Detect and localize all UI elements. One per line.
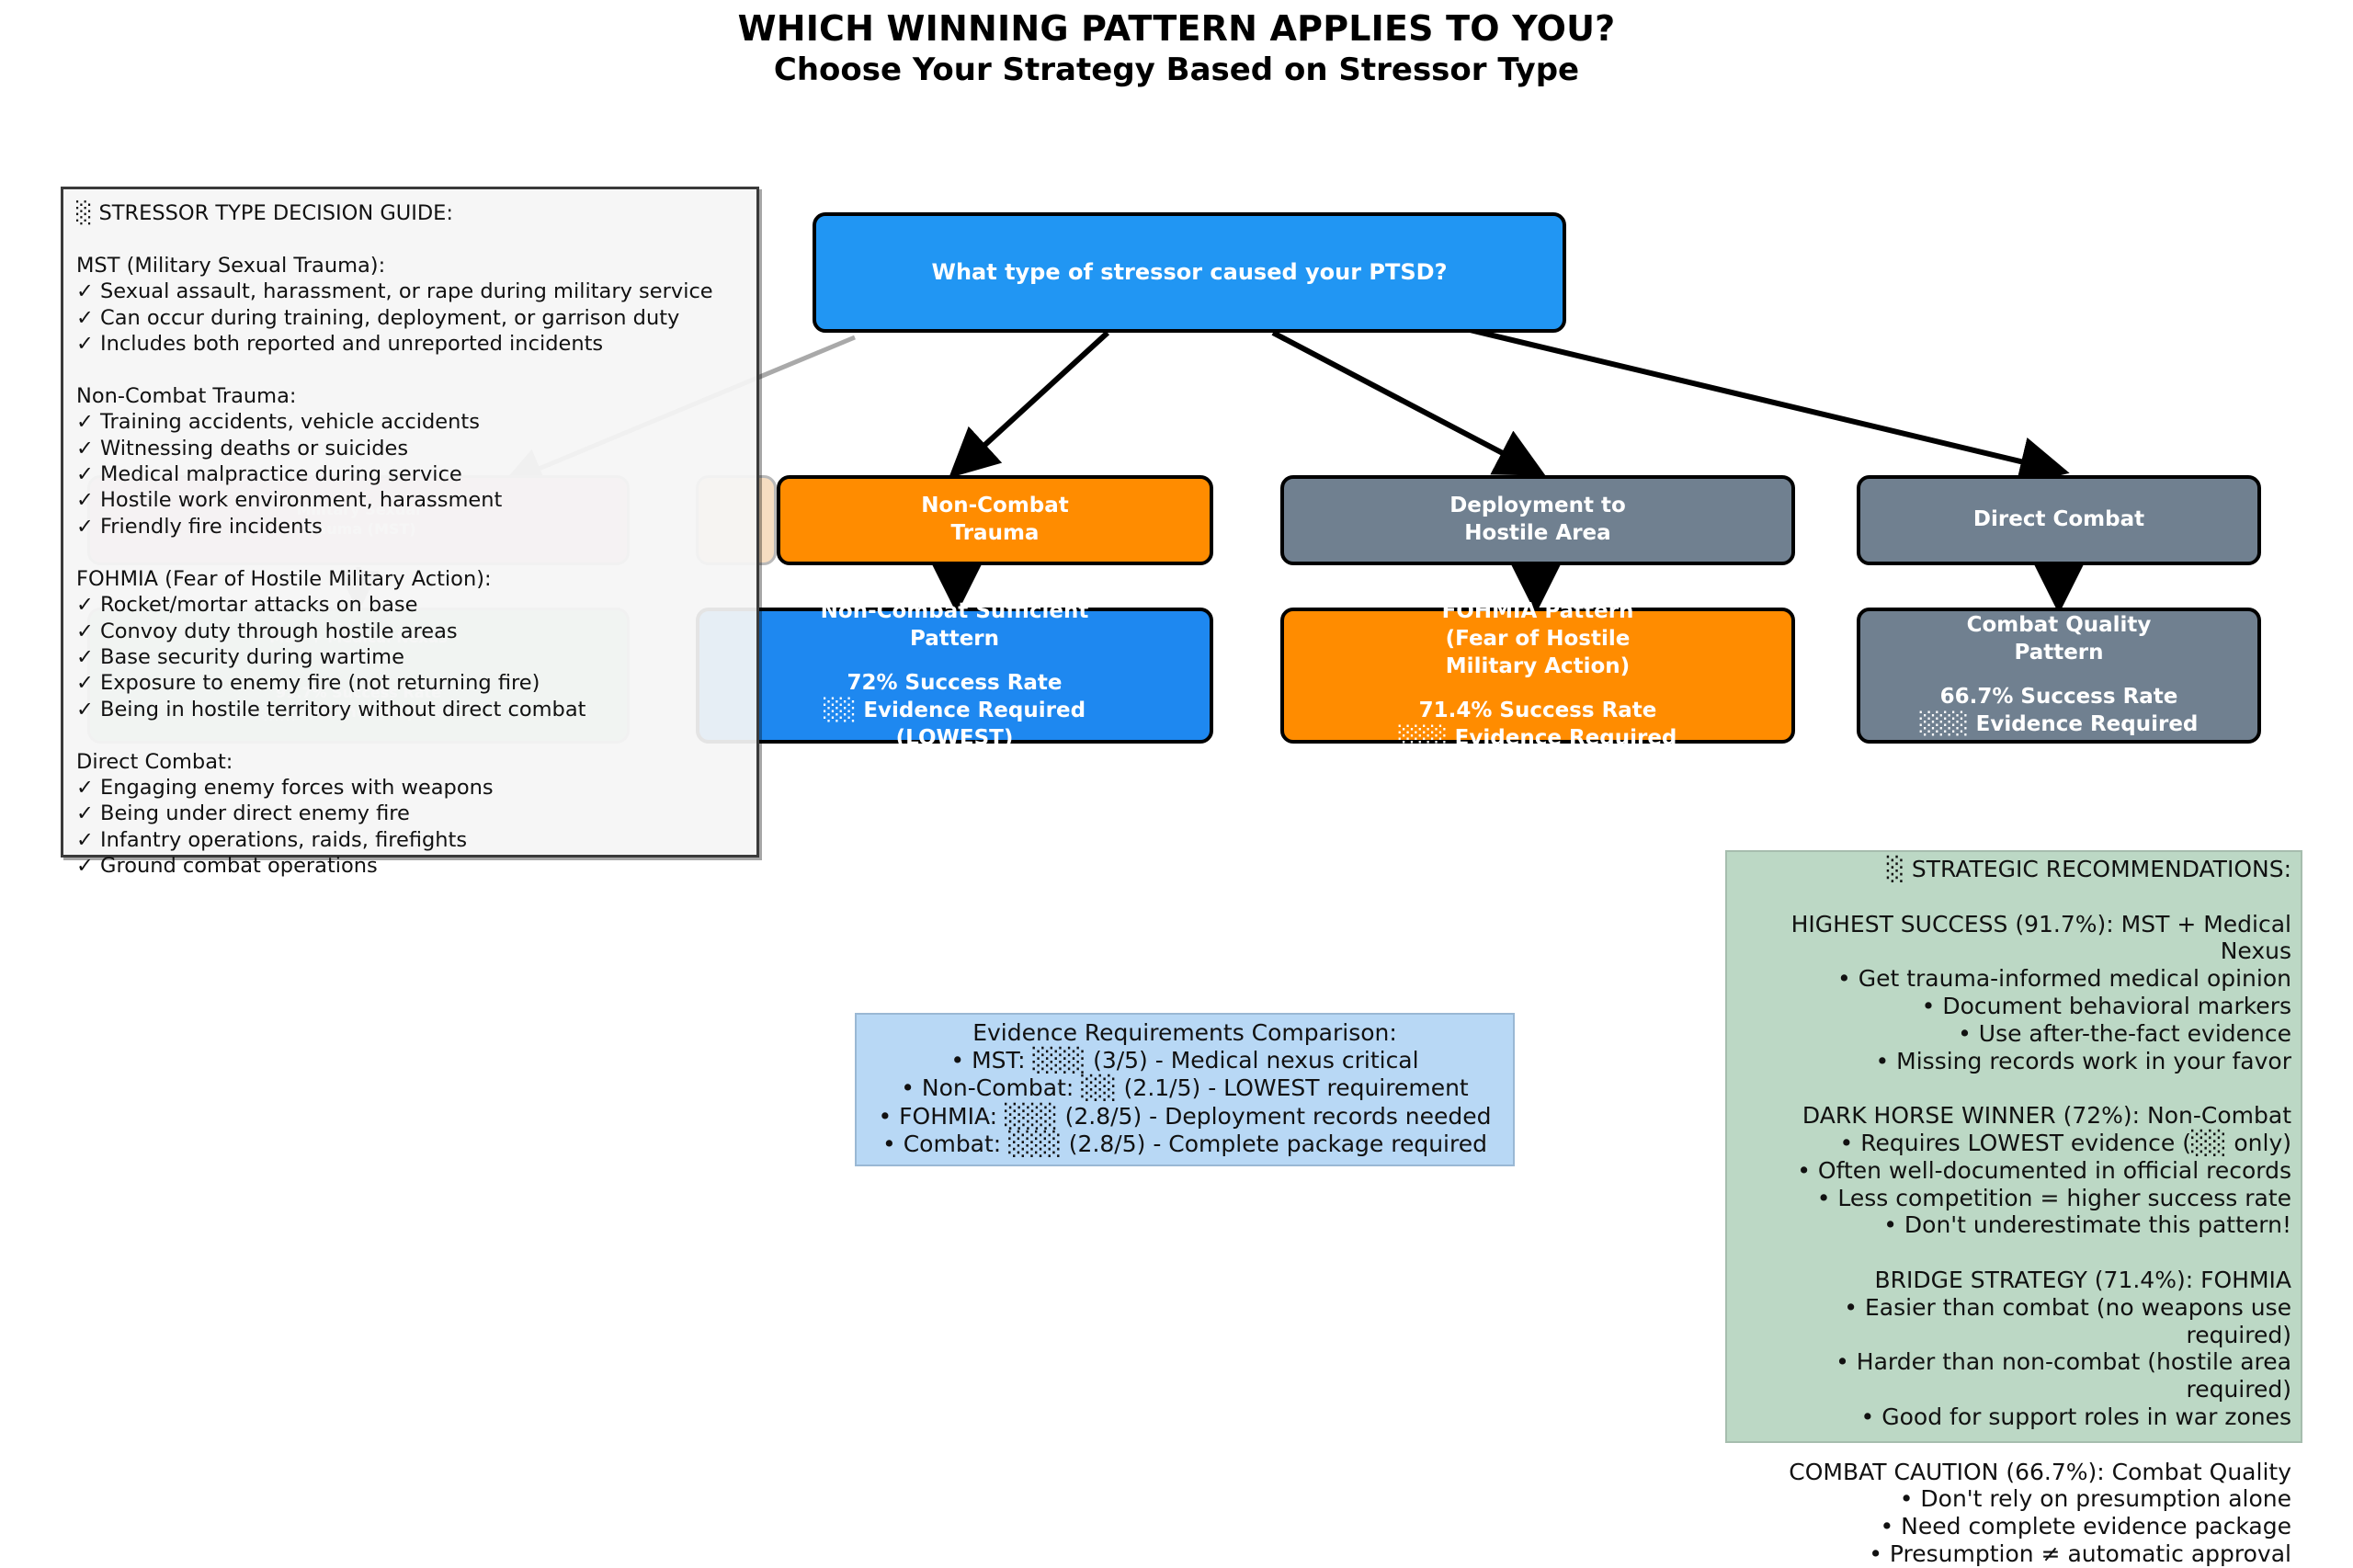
node-label: Direct Combat	[1972, 507, 2145, 532]
node-title: Non-Combat Sufficient Pattern	[820, 599, 1089, 652]
node-non-combat-sufficient-pattern[interactable]: Non-Combat Sufficient Pattern 72% Succes…	[696, 599, 1213, 750]
node-non-combat-trauma[interactable]: Non-Combat Trauma	[777, 475, 1213, 565]
node-title: FOHMIA Pattern (Fear of Hostile Military…	[1441, 599, 1634, 679]
edge-root-to-direct	[1465, 326, 2070, 486]
node-stats: 71.4% Success Rate ░░░ Evidence Required	[1398, 698, 1677, 750]
node-label: Non-Combat Trauma	[921, 494, 1069, 545]
node-combat-quality-pattern[interactable]: Combat Quality Pattern 66.7% Success Rat…	[1857, 608, 2261, 744]
node-direct-combat[interactable]: Direct Combat	[1857, 475, 2261, 565]
evidence-requirements-comparison-box: Evidence Requirements Comparison: • MST:…	[855, 1013, 1515, 1167]
strategic-recommendations-box: ░ STRATEGIC RECOMMENDATIONS: HIGHEST SUC…	[1725, 850, 2302, 1567]
stressor-type-decision-guide-panel: ░ STRESSOR TYPE DECISION GUIDE: MST (Mil…	[61, 187, 759, 878]
edge-root-to-deploy	[1271, 330, 1546, 476]
page-title: WHICH WINNING PATTERN APPLIES TO YOU? Ch…	[0, 7, 2353, 90]
node-label: What type of stressor caused your PTSD?	[931, 258, 1448, 285]
edge-root-to-noncombat	[949, 330, 1110, 479]
node-stats: 72% Success Rate ░░ Evidence Required (L…	[823, 671, 1086, 750]
node-fohmia-pattern[interactable]: FOHMIA Pattern (Fear of Hostile Military…	[1280, 599, 1795, 750]
title-line-1: WHICH WINNING PATTERN APPLIES TO YOU?	[737, 8, 1616, 49]
node-label: Deployment to Hostile Area	[1449, 494, 1626, 545]
node-stats: 66.7% Success Rate ░░░ Evidence Required	[1919, 685, 2199, 736]
node-title: Combat Quality Pattern	[1966, 613, 2152, 665]
title-line-2: Choose Your Strategy Based on Stressor T…	[773, 51, 1580, 88]
node-deployment-to-hostile-area[interactable]: Deployment to Hostile Area	[1280, 475, 1795, 565]
node-root-question[interactable]: What type of stressor caused your PTSD?	[813, 212, 1566, 333]
